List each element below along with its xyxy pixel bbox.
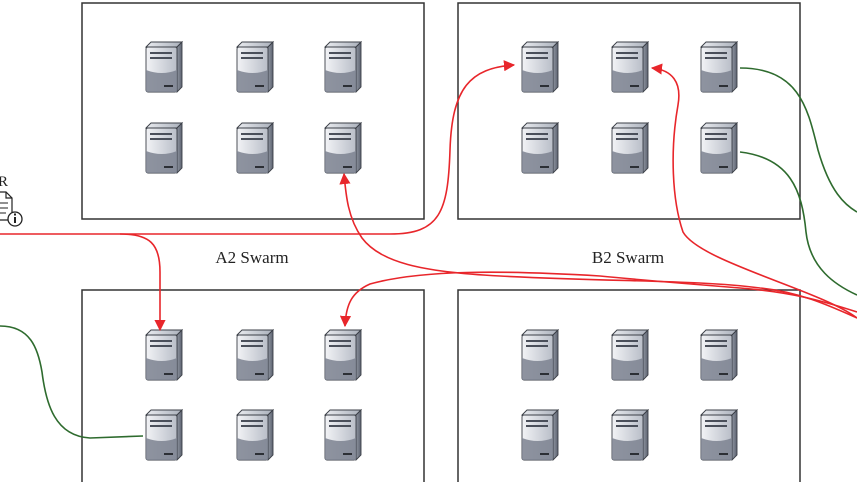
server-icon <box>324 122 362 174</box>
request-arrow <box>339 172 857 319</box>
swarm-box-b1 <box>457 2 801 220</box>
server-icon <box>145 41 183 93</box>
server-icon <box>145 329 183 381</box>
server-icon <box>324 41 362 93</box>
server-icon <box>700 329 738 381</box>
server-icon <box>521 41 559 93</box>
swarm-box-a1 <box>81 2 425 220</box>
document-info-icon <box>0 191 23 227</box>
document-letter-label: R <box>0 174 8 190</box>
server-icon <box>324 409 362 461</box>
server-icon <box>236 329 274 381</box>
green-link <box>739 67 857 213</box>
request-arrow <box>339 271 857 328</box>
server-icon <box>145 122 183 174</box>
green-link <box>0 325 144 439</box>
server-icon <box>521 122 559 174</box>
server-icon <box>145 409 183 461</box>
server-icon <box>700 122 738 174</box>
swarm-label-a2: A2 Swarm <box>215 248 288 267</box>
server-icon <box>611 329 649 381</box>
green-link <box>739 151 857 296</box>
swarm-label-b2: B2 Swarm <box>592 248 664 267</box>
server-icon <box>236 122 274 174</box>
server-icon <box>324 329 362 381</box>
request-arrow <box>120 60 516 235</box>
server-icon <box>521 409 559 461</box>
server-icon <box>700 409 738 461</box>
server-icon <box>700 41 738 93</box>
server-icon <box>236 409 274 461</box>
server-icon <box>611 41 649 93</box>
server-icon <box>521 329 559 381</box>
request-arrow <box>650 63 857 319</box>
server-icon <box>236 41 274 93</box>
server-icon <box>611 409 649 461</box>
server-icon <box>611 122 649 174</box>
